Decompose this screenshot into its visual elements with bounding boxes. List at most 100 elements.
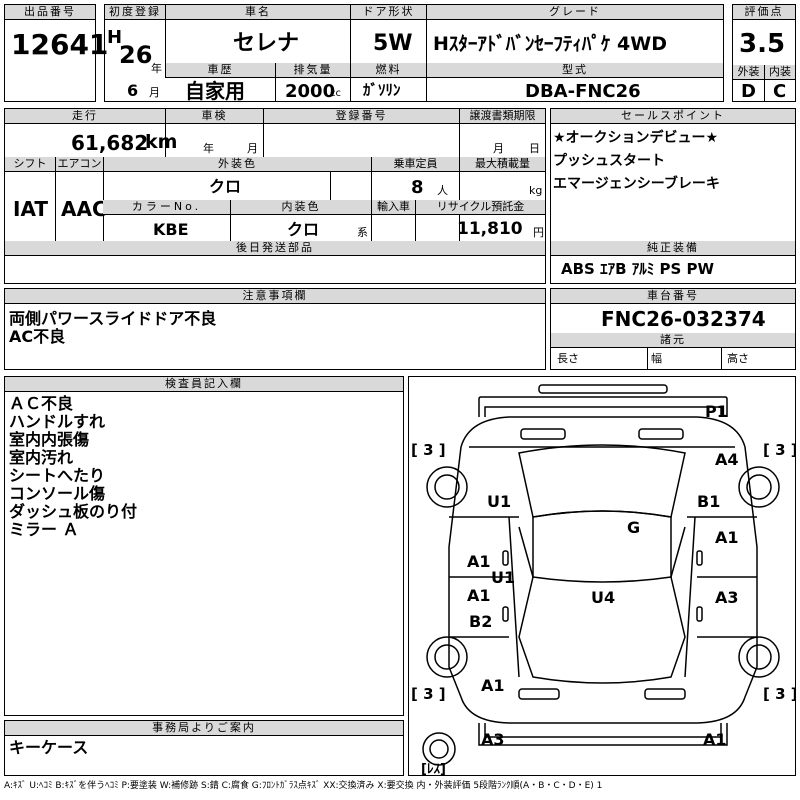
recycle-label: リサイクル預託金 [415,200,545,215]
sales-point-item: エマージェンシーブレーキ [553,176,720,192]
chassis-number: FNC26-032374 [601,307,766,331]
damage-b1: B1 [697,492,720,511]
later-parts-label: 後日発送部品 [5,241,545,256]
caution-box: 注意事項欄 両側パワースライドドア不良 AC不良 [4,288,546,370]
capacity: 8 [411,177,424,198]
first-reg-year: 26 [119,41,153,69]
history: 自家用 [185,79,245,103]
inspector-line: ミラー Ａ [9,520,79,539]
sales-points-box: セールスポイント ★オークションデビュー★ プッシュスタート エマージェンシーブ… [550,108,796,284]
era: H [107,27,123,48]
lot-label: 出品番号 [5,5,95,20]
damage-a3-right: A3 [715,588,739,607]
fuel-label: 燃料 [350,63,426,78]
length-label: 長さ [557,352,579,365]
sales-points-label: セールスポイント [551,109,795,124]
registration-label: 登録番号 [263,109,459,124]
color-no-label: カラーNo. [103,200,230,215]
spare-tire: [ﾚｽ] [421,762,446,775]
score-box: 評価点 3.5 外装 内装 D C [732,4,796,102]
chassis-box: 車台番号 FNC26-032374 諸元 長さ 幅 高さ [550,288,796,370]
interior-label: 内装 [764,65,795,80]
recycle-amount: 11,810 [457,219,523,239]
door-label: ドア形状 [350,5,426,20]
int-color-label: 内装色 [230,200,371,215]
insp-month-unit: 月 [247,142,258,155]
max-load-unit: kg [529,184,543,197]
shift: IAT [13,197,49,221]
equipment-value: ABS ｴｱB ｱﾙﾐ PS PW [561,260,715,278]
damage-a1-left-front-door: A1 [467,552,491,571]
caution-line: 両側パワースライドドア不良 [9,309,217,328]
damage-a1-rear-left: A1 [481,676,505,695]
import-label: 輸入車 [371,200,415,215]
sales-point-item: プッシュスタート [553,153,665,169]
max-load-label: 最大積載量 [459,157,545,172]
displacement: 2000 [285,81,336,102]
car-name: セレナ [233,31,300,56]
inspector-box: 検査員記入欄 ＡＣ不良 ハンドルすれ 室内内張傷 室内汚れ シートへたり コンソ… [4,376,404,716]
inspection-label: 車検 [165,109,263,124]
grade: Hｽﾀｰｱﾄﾞﾊﾞﾝｾｰﾌﾃｨﾊﾟｹ 4WD [433,33,667,55]
displacement-label: 排気量 [275,63,350,78]
displacement-unit: cc [330,88,341,99]
inspector-line: ダッシュ板のり付 [9,502,138,521]
specs-label: 諸元 [551,333,795,348]
month: 6 [127,81,139,100]
sales-point-item: ★オークションデビュー★ [553,130,719,146]
score: 3.5 [739,29,786,59]
damage-u1-left: U1 [487,492,511,511]
interior-grade: C [773,81,787,102]
damage-u1-mid: U1 [491,568,515,587]
capacity-unit: 人 [437,184,448,197]
tire-front-right: [ 3 ] [763,441,795,459]
transfer-month-unit: 月 [493,142,504,155]
score-label: 評価点 [733,5,795,20]
chassis-label: 車台番号 [551,289,795,304]
model-label: 型式 [426,63,723,78]
month-unit: 月 [149,86,160,99]
equipment-label: 純正装備 [551,241,795,256]
car-name-label: 車名 [165,5,350,20]
damage-a1-right-front-door: A1 [715,528,739,547]
height-label: 高さ [727,352,749,365]
exterior-label: 外装 [733,65,764,80]
lot-box: 出品番号 12641 [4,4,108,102]
office-box: 事務局よりご案内 キーケース [4,720,404,776]
inspector-line: ＡＣ不良 [9,394,74,413]
aircon-label: エアコン [55,157,103,172]
grade-label: グレード [426,5,723,20]
damage-g: G [627,518,640,537]
door-type: 5W [373,31,413,56]
color-no: KBE [153,220,189,239]
model: DBA-FNC26 [525,81,641,102]
vehicle-info-box: 初度登録 車名 ドア形状 グレード H 26 年 セレナ 5W Hｽﾀｰｱﾄﾞﾊ… [104,4,724,102]
ext-color: クロ [209,177,242,196]
aircon: AAC [61,197,107,221]
ext-color-label: 外装色 [103,157,371,172]
caution-line: AC不良 [9,327,66,346]
fuel: ｶﾞｿﾘﾝ [363,81,401,99]
damage-u4: U4 [591,588,615,607]
damage-p1: P1 [705,402,728,421]
damage-a3-bumper: A3 [481,730,505,749]
exterior-grade: D [741,81,756,102]
office-label: 事務局よりご案内 [5,721,403,736]
damage-a4: A4 [715,450,739,469]
transfer-day-unit: 日 [529,142,540,155]
damage-b2: B2 [469,612,492,631]
mileage-unit: km [145,131,178,153]
damage-legend: A:ｷｽﾞ U:ﾍｺﾐ B:ｷｽﾞを伴うﾍｺﾐ P:要塗装 W:補修跡 S:錆 … [4,781,603,791]
inspector-line: シートへたり [9,466,106,485]
history-label: 車歴 [165,63,275,78]
office-text: キーケース [9,738,89,757]
tire-rear-left: [ 3 ] [411,685,446,703]
int-color: クロ [287,220,320,239]
tire-rear-right: [ 3 ] [763,685,795,703]
mileage-label: 走行 [5,109,165,124]
caution-label: 注意事項欄 [5,289,545,304]
shift-label: シフト [5,157,55,172]
inspector-line: ハンドルすれ [9,412,106,431]
inspector-label: 検査員記入欄 [5,377,403,392]
recycle-unit: 円 [533,226,544,239]
